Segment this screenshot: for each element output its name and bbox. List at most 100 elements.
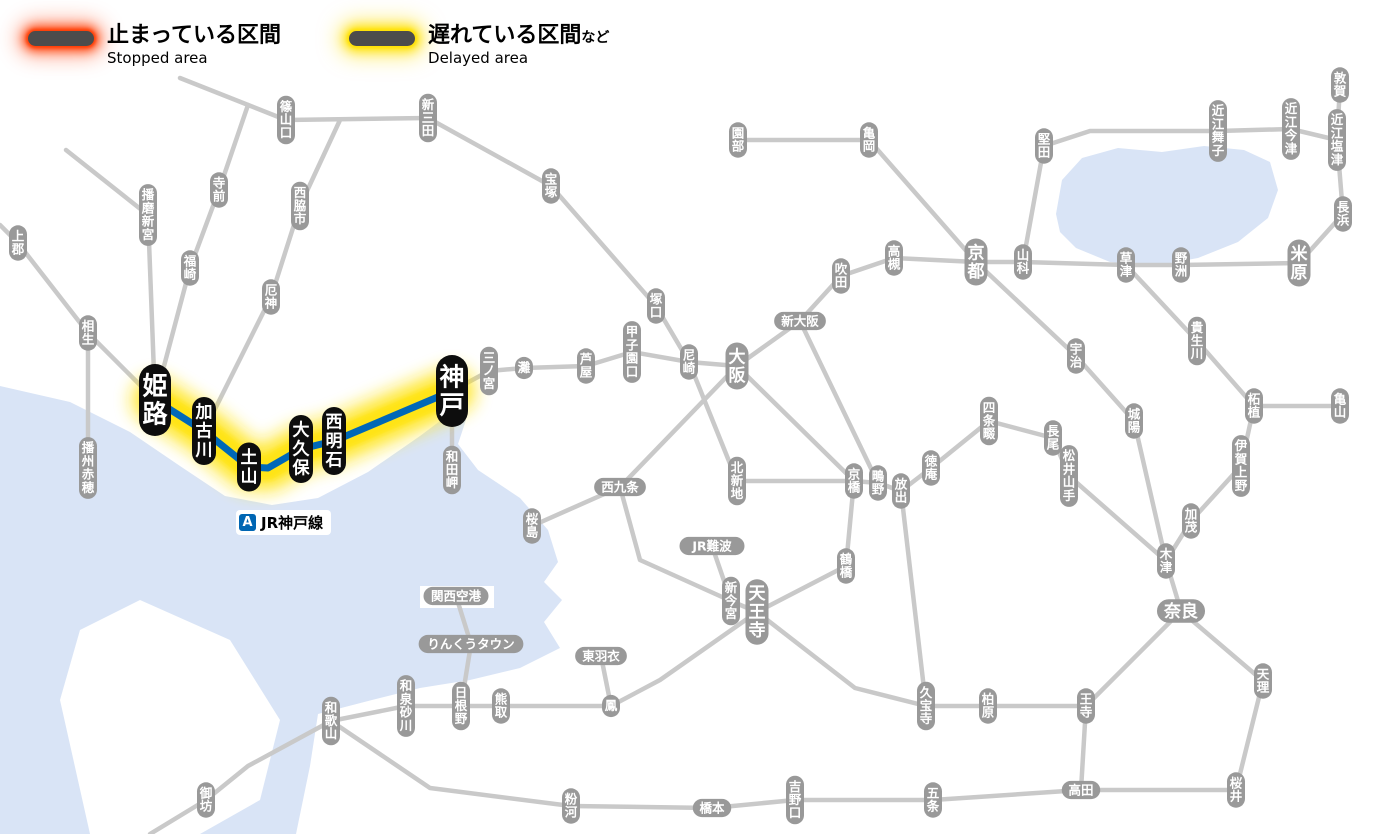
svg-text:放出: 放出 [894,476,908,504]
station-pill: 柘植 [1245,388,1263,424]
station-pill: JR難波 [679,536,745,556]
legend-stopped-label-en: Stopped area [107,49,208,68]
svg-text:高田: 高田 [1068,783,1093,798]
svg-text:りんくうタウン: りんくうタウン [427,637,514,652]
svg-text:堅田: 堅田 [1038,131,1051,159]
rail-line-wakayama-line [328,718,1084,811]
station-pill: 関西空港 [423,586,489,606]
rail-line-kakogawa [201,117,343,434]
svg-text:京都: 京都 [967,242,985,282]
legend-delayed-label-ja-main: 遅れている区間 [428,23,582,48]
station-pill: 亀岡 [860,122,878,158]
legend-delayed-label-ja: 遅れている区間など [428,23,609,48]
rail-line-nara-oji [1083,608,1184,709]
station-pill: 和泉砂川 [397,675,415,737]
svg-text:近江今津: 近江今津 [1284,101,1298,156]
station-pill: 加古川 [192,397,216,465]
svg-text:新大阪: 新大阪 [781,314,819,329]
rail-line-sanyo-west [0,222,158,403]
station-pill: 吹田 [832,258,850,294]
svg-text:塚口: 塚口 [650,291,663,319]
station-pill: 灘 [515,356,533,380]
svg-text:北新地: 北新地 [731,460,744,501]
station-pill: 草津 [1117,247,1135,283]
legend-stopped: 止まっている区間 Stopped area [28,23,282,68]
svg-text:長尾: 長尾 [1047,423,1060,451]
water-body [1056,146,1278,266]
station-pill: 京都 [964,238,988,286]
svg-text:吉野口: 吉野口 [789,779,802,820]
svg-text:園部: 園部 [732,125,745,153]
svg-text:加古川: 加古川 [195,403,213,461]
svg-text:四条畷: 四条畷 [982,400,996,441]
svg-text:天王寺: 天王寺 [749,584,767,641]
svg-text:加茂: 加茂 [1184,506,1198,534]
svg-text:尼崎: 尼崎 [683,347,696,375]
station-pill: 京橋 [845,463,863,499]
station-pill: 長尾 [1044,420,1062,456]
svg-text:橋本: 橋本 [699,801,725,816]
station-pill: 四条畷 [980,396,998,446]
rail-line-nara-line [973,259,1169,564]
station-pill: 播磨新宮 [139,184,157,246]
station-pill: 厄神 [262,279,280,315]
legend-stopped-label-ja: 止まっている区間 [107,23,282,48]
station-pill: 播州赤穂 [79,437,97,499]
route-name: JR神戸線 [261,514,324,532]
station-pill: 山科 [1014,244,1032,280]
svg-text:柘植: 柘植 [1247,391,1261,419]
station-pill: 吉野口 [786,775,804,825]
station-pill: 鶴橋 [837,548,855,584]
rail-line-kyoto-line [734,255,979,369]
svg-text:吹田: 吹田 [835,261,848,289]
svg-text:山科: 山科 [1017,247,1030,275]
svg-text:東羽衣: 東羽衣 [582,649,620,664]
station-pill: 日根野 [452,681,470,731]
svg-text:新三田: 新三田 [422,97,435,138]
station-pill: 大阪 [725,342,749,390]
station-pill: 西脇市 [291,181,309,231]
station-pill: 近江塩津 [1328,109,1346,171]
svg-text:鶴橋: 鶴橋 [840,551,853,579]
island [60,600,280,834]
svg-text:芦屋: 芦屋 [580,351,593,379]
rail-line-kisei [147,718,334,834]
station-pill: 高田 [1061,780,1101,800]
station-pill: 王寺 [1077,688,1095,724]
svg-text:神戸: 神戸 [439,362,464,419]
svg-text:土山: 土山 [241,447,258,487]
station-pill: 敦賀 [1331,67,1349,103]
svg-text:西九条: 西九条 [601,480,639,495]
station-pill: 土山 [237,442,261,492]
svg-text:福崎: 福崎 [183,253,197,281]
station-pill: 放出 [892,473,910,509]
svg-text:甲子園口: 甲子園口 [626,324,639,379]
station-pill: 奈良 [1156,599,1206,623]
svg-text:新今宮: 新今宮 [724,580,738,621]
station-pill: 相生 [79,315,97,351]
station-pill: 大久保 [289,415,313,483]
svg-text:姫路: 姫路 [142,371,168,428]
svg-text:日根野: 日根野 [455,685,468,726]
legend-delayed: 遅れている区間など Delayed area [349,23,609,67]
station-pill: 鳳 [602,694,620,718]
station-pill: 塚口 [647,288,665,324]
svg-text:和田岬: 和田岬 [445,449,459,490]
station-pill: 園部 [729,122,747,158]
station-pill: 米原 [1287,239,1311,287]
svg-text:JR難波: JR難波 [691,539,732,554]
svg-text:厄神: 厄神 [265,282,278,310]
station-pill: 橋本 [692,798,732,818]
svg-text:和歌山: 和歌山 [324,700,338,741]
svg-text:和泉砂川: 和泉砂川 [399,678,413,733]
svg-text:灘: 灘 [518,360,531,375]
station-pill: 西明石 [322,407,346,475]
svg-text:桜井: 桜井 [1230,775,1243,803]
svg-text:西明石: 西明石 [325,413,343,471]
svg-text:鳳: 鳳 [605,698,618,713]
station-pill: 篠山口 [277,95,295,145]
station-pill: 桜島 [523,508,541,544]
station-pill: 近江舞子 [1209,100,1227,162]
station-pill: 御坊 [197,782,215,818]
